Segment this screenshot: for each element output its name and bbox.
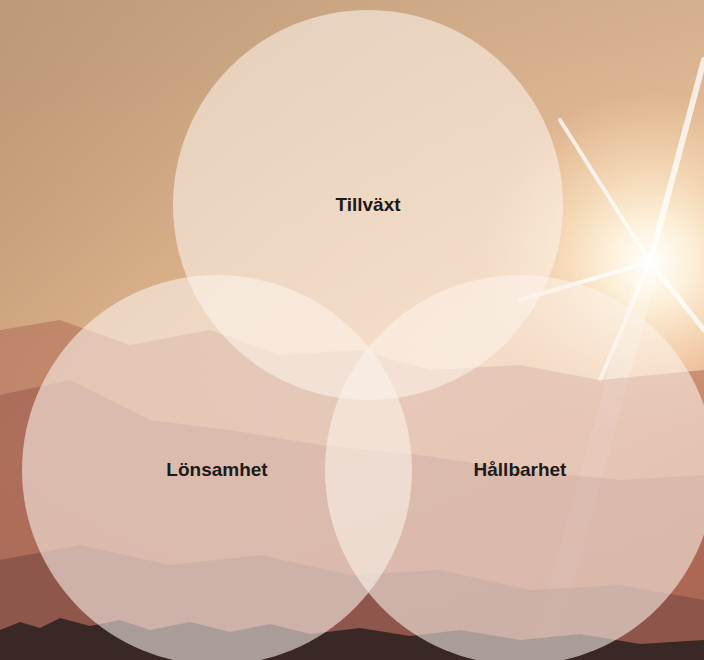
- circle-fill: [325, 275, 704, 660]
- circle-label: Lönsamhet: [166, 459, 267, 481]
- circle-label: Hållbarhet: [474, 459, 567, 481]
- venn-circle: Hållbarhet: [325, 275, 704, 660]
- circle-label: Tillväxt: [335, 194, 400, 216]
